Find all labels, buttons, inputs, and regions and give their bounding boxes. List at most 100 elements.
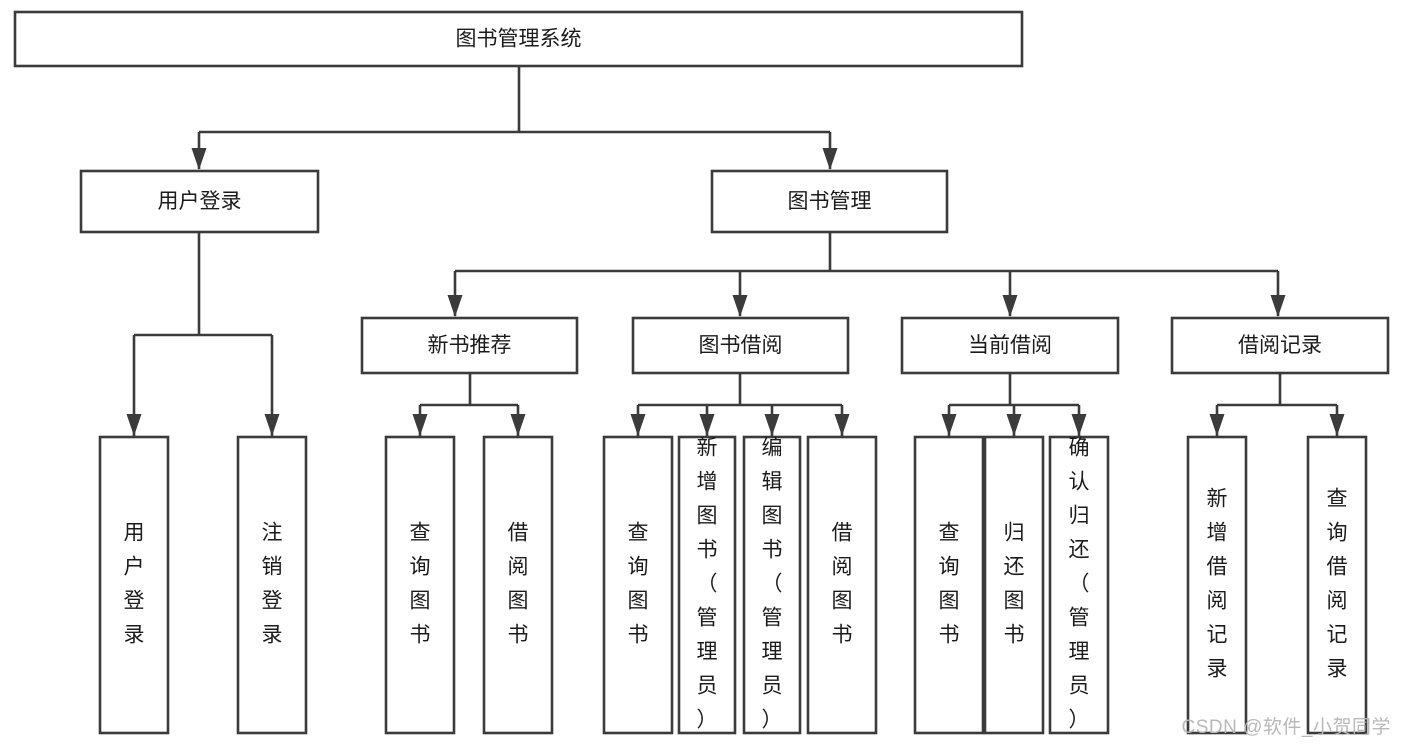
node-leaf[interactable]: 新增借阅记录新增借阅记录 — [1186, 435, 1248, 735]
node-leaf[interactable]: 查询图书查询图书 — [384, 435, 456, 735]
node-label-char: 户 — [124, 556, 145, 579]
node-box — [384, 435, 456, 735]
node-label-char: 图 — [939, 590, 960, 613]
node-level3[interactable]: 图书借阅 — [631, 316, 850, 375]
node-label-char: 书 — [832, 624, 853, 647]
node-label-char: 确 — [1069, 437, 1090, 460]
node-label-char: 查 — [1327, 488, 1348, 511]
node-label-char: 图 — [762, 505, 783, 528]
node-level3[interactable]: 借阅记录 — [1170, 316, 1390, 375]
arrow-head-icon — [264, 414, 280, 436]
node-label: 图书管理系统 — [456, 28, 582, 51]
node-label-char: 员 — [697, 675, 718, 698]
arrow-head-icon — [1006, 414, 1022, 436]
node-leaf[interactable]: 注销登录注销登录 — [236, 435, 308, 735]
node-label-char: ） — [762, 709, 783, 732]
node-leaf[interactable]: 查询借阅记录查询借阅记录 — [1306, 435, 1368, 735]
node-label-char: 新 — [697, 437, 718, 460]
node-label-char: 查 — [939, 522, 960, 545]
node-root[interactable]: 图书管理系统 — [13, 10, 1024, 68]
node-box — [913, 435, 985, 735]
node-label-char: 记 — [1207, 624, 1228, 647]
node-label-char: ） — [697, 709, 718, 732]
node-label-char: 询 — [628, 556, 649, 579]
node-label-char: ） — [1069, 709, 1090, 732]
arrow-head-icon — [732, 295, 748, 317]
node-leaf[interactable]: 用户登录用户登录 — [98, 435, 170, 735]
node-leaf[interactable]: 归还图书归还图书 — [983, 435, 1045, 735]
node-box — [360, 316, 579, 375]
node-box — [236, 435, 308, 735]
node-label-char: 管 — [697, 607, 718, 630]
node-layer: 图书管理系统用户登录图书管理新书推荐图书借阅当前借阅借阅记录用户登录用户登录注销… — [13, 10, 1390, 735]
node-label-char: 归 — [1069, 505, 1090, 528]
arrow-head-icon — [764, 414, 780, 436]
node-label-char: 查 — [628, 522, 649, 545]
node-label-char: 编 — [762, 437, 783, 460]
node-box — [98, 435, 170, 735]
node-label-char: 员 — [1069, 675, 1090, 698]
arrow-head-icon — [1270, 295, 1286, 317]
node-level2[interactable]: 图书管理 — [710, 169, 949, 234]
node-leaf[interactable]: 借阅图书借阅图书 — [806, 435, 878, 735]
node-label-char: 书 — [1004, 624, 1025, 647]
node-label-char: 录 — [124, 624, 145, 647]
node-label-char: 图 — [508, 590, 529, 613]
node-leaf[interactable]: 借阅图书借阅图书 — [482, 435, 554, 735]
node-label-char: 图 — [1004, 590, 1025, 613]
node-leaf[interactable]: 查询图书查询图书 — [913, 435, 985, 735]
node-label-char: 书 — [628, 624, 649, 647]
node-label-char: 询 — [410, 556, 431, 579]
arrow-head-icon — [699, 414, 715, 436]
node-leaf[interactable]: 查询图书查询图书 — [602, 435, 674, 735]
node-label-char: 辑 — [762, 471, 783, 494]
node-label-char: 归 — [1004, 522, 1025, 545]
node-label: 用户登录 — [158, 190, 242, 213]
node-label-char: 书 — [508, 624, 529, 647]
node-box — [482, 435, 554, 735]
arrow-head-icon — [834, 414, 850, 436]
node-label-char: 录 — [1327, 658, 1348, 681]
node-label-char: 询 — [939, 556, 960, 579]
node-level3[interactable]: 当前借阅 — [900, 316, 1120, 375]
node-box — [13, 10, 1024, 68]
arrow-head-icon — [447, 295, 463, 317]
node-box — [1306, 435, 1368, 735]
node-label-char: 图 — [628, 590, 649, 613]
node-label-char: 增 — [697, 471, 718, 494]
node-label-char: 借 — [832, 522, 853, 545]
node-label: 当前借阅 — [968, 334, 1052, 357]
arrow-head-icon — [941, 414, 957, 436]
arrow-head-icon — [191, 148, 207, 170]
node-label-char: 用 — [124, 522, 145, 545]
node-label-char: 录 — [1207, 658, 1228, 681]
arrow-head-icon — [126, 414, 142, 436]
arrow-head-icon — [1071, 414, 1087, 436]
node-box — [983, 435, 1045, 735]
node-label-char: 销 — [262, 556, 283, 579]
node-level3[interactable]: 新书推荐 — [360, 316, 579, 375]
node-label-char: 阅 — [1207, 590, 1228, 613]
node-label-char: 图 — [697, 505, 718, 528]
node-label-char: 注 — [262, 522, 283, 545]
arrow-head-icon — [822, 148, 838, 170]
node-box — [1048, 435, 1110, 735]
node-label-char: 阅 — [508, 556, 529, 579]
arrow-head-icon — [630, 414, 646, 436]
node-label-char: 还 — [1069, 539, 1090, 562]
node-label-char: 书 — [762, 539, 783, 562]
node-label-char: 书 — [939, 624, 960, 647]
node-level2[interactable]: 用户登录 — [79, 169, 320, 234]
node-label-char: 录 — [262, 624, 283, 647]
node-box — [631, 316, 850, 375]
node-label-char: 员 — [762, 675, 783, 698]
node-box — [710, 169, 949, 234]
node-label-char: 借 — [508, 522, 529, 545]
node-label-char: 借 — [1207, 556, 1228, 579]
node-label-char: 新 — [1207, 488, 1228, 511]
node-label-char: 图 — [832, 590, 853, 613]
